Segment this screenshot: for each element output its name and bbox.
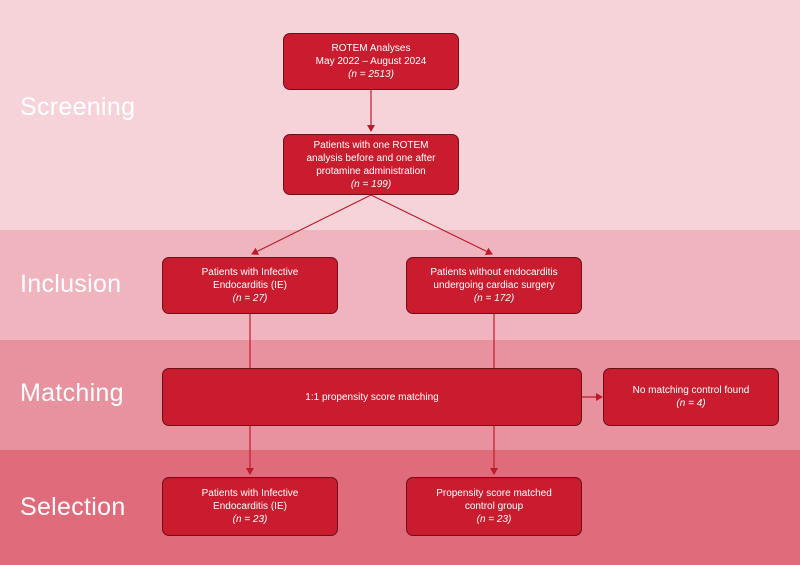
protamine-line-3: protamine administration bbox=[316, 165, 426, 177]
arrow-protamine-to-no-endo bbox=[370, 194, 493, 255]
protamine-count: (n = 199) bbox=[350, 178, 392, 190]
rotem-line-1: ROTEM Analyses bbox=[331, 43, 411, 54]
control-line-1: Propensity score matched bbox=[436, 488, 552, 499]
band-label-selection: Selection bbox=[20, 493, 126, 521]
box-no-endocarditis: Patients without endocarditis undergoing… bbox=[406, 257, 582, 314]
no-endo-count: (n = 172) bbox=[473, 293, 515, 304]
ie-included-count: (n = 27) bbox=[232, 293, 268, 304]
box-protamine: Patients with one ROTEM analysis before … bbox=[283, 134, 459, 195]
no-endo-line-1: Patients without endocarditis bbox=[430, 267, 558, 278]
band-label-matching: Matching bbox=[20, 379, 124, 407]
box-no-match: No matching control found (n = 4) bbox=[603, 368, 779, 426]
protamine-line-1: Patients with one ROTEM bbox=[313, 139, 429, 151]
band-label-screening: Screening bbox=[20, 93, 136, 121]
rotem-count: (n = 2513) bbox=[348, 69, 394, 80]
box-ie-selected: Patients with Infective Endocarditis (IE… bbox=[162, 477, 338, 536]
band-selection: Selection bbox=[0, 450, 800, 565]
no-endo-line-2: undergoing cardiac surgery bbox=[433, 280, 555, 291]
control-count: (n = 23) bbox=[476, 514, 512, 525]
ie-included-line-1: Patients with Infective bbox=[201, 267, 299, 278]
control-line-2: control group bbox=[464, 501, 524, 512]
matching-label: 1:1 propensity score matching bbox=[305, 391, 439, 403]
ie-selected-line-2: Endocarditis (IE) bbox=[213, 501, 287, 512]
rotem-line-2: May 2022 – August 2024 bbox=[315, 56, 427, 67]
band-inclusion: Inclusion bbox=[0, 230, 800, 340]
no-match-count: (n = 4) bbox=[676, 398, 706, 409]
ie-included-line-2: Endocarditis (IE) bbox=[213, 280, 287, 291]
band-label-inclusion: Inclusion bbox=[20, 270, 122, 298]
no-match-line-1: No matching control found bbox=[632, 385, 750, 396]
box-rotem-analyses: ROTEM Analyses May 2022 – August 2024 (n… bbox=[283, 33, 459, 90]
box-control-group: Propensity score matched control group (… bbox=[406, 477, 582, 536]
arrow-protamine-to-ie bbox=[251, 194, 372, 255]
ie-selected-line-1: Patients with Infective bbox=[201, 488, 299, 499]
box-ie-included: Patients with Infective Endocarditis (IE… bbox=[162, 257, 338, 314]
ie-selected-count: (n = 23) bbox=[232, 514, 268, 525]
box-propensity-matching: 1:1 propensity score matching bbox=[162, 368, 582, 426]
protamine-line-2: analysis before and one after bbox=[306, 152, 436, 164]
